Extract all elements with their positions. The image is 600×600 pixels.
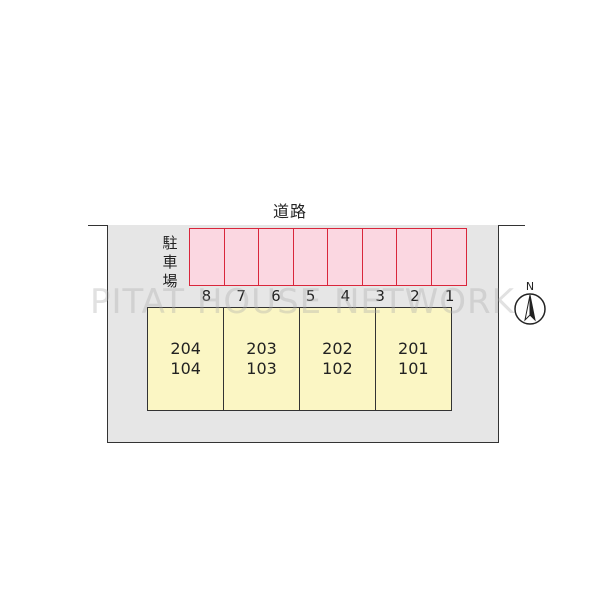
parking-row bbox=[189, 228, 467, 286]
parking-label: 駐車場 bbox=[158, 234, 182, 291]
parking-space-3 bbox=[361, 228, 398, 286]
compass-label: N bbox=[526, 280, 534, 293]
parking-space-7 bbox=[223, 228, 260, 286]
space-number: 5 bbox=[305, 287, 316, 305]
road-label: 道路 bbox=[272, 202, 307, 221]
space-number: 4 bbox=[340, 287, 351, 305]
unit-lower: 103 bbox=[246, 359, 277, 378]
space-number: 3 bbox=[375, 287, 385, 305]
watermark: PITAT HOUSE NETWORK bbox=[90, 282, 515, 322]
space-number: 7 bbox=[236, 287, 246, 305]
space-number: 6 bbox=[271, 287, 281, 305]
unit-203-103: 203 103 bbox=[222, 307, 301, 411]
unit-upper: 202 bbox=[322, 339, 353, 358]
space-number: 2 bbox=[410, 287, 420, 305]
unit-upper: 201 bbox=[398, 339, 429, 358]
unit-upper: 204 bbox=[170, 339, 201, 358]
unit-202-102: 202 102 bbox=[298, 307, 377, 411]
parking-space-4 bbox=[327, 228, 364, 286]
unit-lower: 102 bbox=[322, 359, 353, 378]
parking-space-numbers: 8 7 6 5 4 3 2 1 bbox=[189, 287, 467, 305]
unit-204-104: 204 104 bbox=[147, 307, 225, 411]
parking-space-2 bbox=[396, 228, 433, 286]
parking-space-1 bbox=[430, 228, 467, 286]
compass-north-icon: N bbox=[514, 280, 546, 325]
parking-space-8 bbox=[189, 228, 226, 286]
parking-label-text: 駐車場 bbox=[162, 234, 178, 290]
parking-space-6 bbox=[258, 228, 295, 286]
unit-201-101: 201 101 bbox=[374, 307, 452, 411]
space-number: 1 bbox=[444, 287, 455, 305]
space-number: 8 bbox=[201, 287, 212, 305]
parking-space-5 bbox=[292, 228, 329, 286]
building: 204 104 203 103 202 102 201 101 bbox=[147, 307, 452, 411]
unit-upper: 203 bbox=[246, 339, 277, 358]
unit-lower: 101 bbox=[398, 359, 429, 378]
unit-lower: 104 bbox=[170, 359, 201, 378]
